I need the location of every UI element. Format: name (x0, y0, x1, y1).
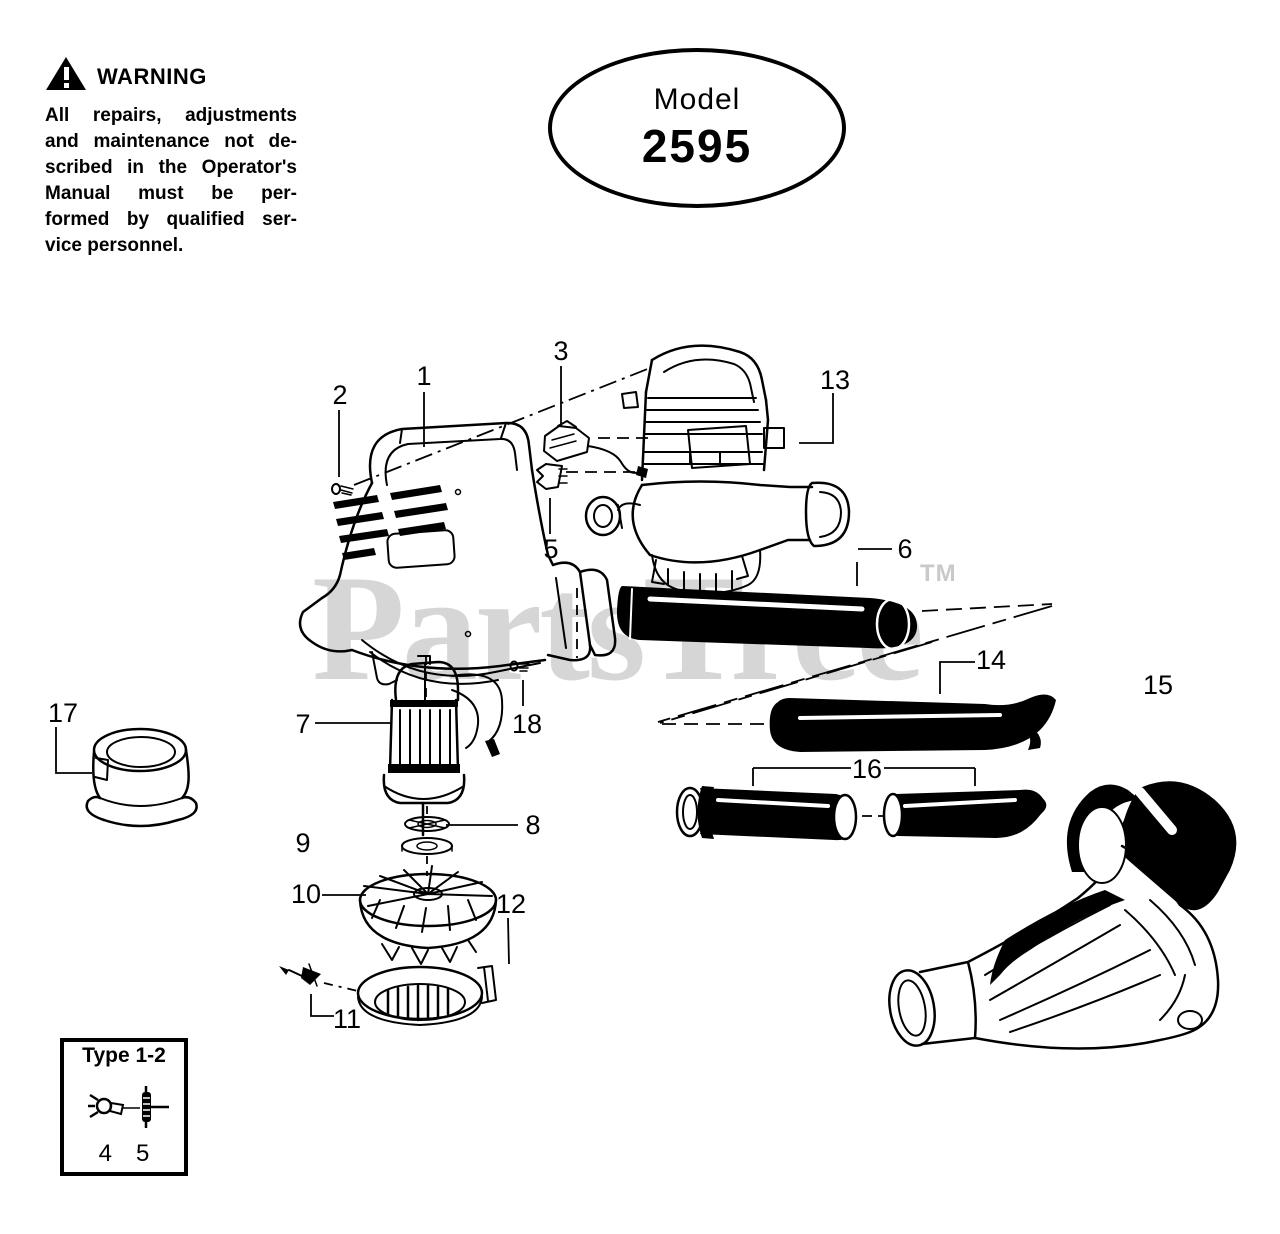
callout-6: 6 (897, 534, 912, 564)
type-inset-parts-drawing (88, 1086, 169, 1128)
assembly-dashed-lines (323, 367, 1053, 993)
warning-block: WARNING All repairs, adjustments and mai… (45, 56, 297, 259)
part-3-switch-drawing (543, 420, 648, 478)
part-6-tube-drawing (616, 586, 918, 651)
callout-2: 2 (332, 380, 347, 410)
part-15-bag-drawing (888, 781, 1237, 1050)
callout-leader-lines (55, 366, 976, 1017)
model-label: Model (653, 83, 741, 116)
callout-1: 1 (416, 361, 431, 391)
callout-14: 14 (976, 645, 1006, 675)
model-badge: Model 2595 (548, 48, 846, 208)
warning-text-line: vice personnel. (45, 235, 184, 256)
part-8-washer-drawing (404, 816, 450, 832)
warning-text-line: and maintenance not de- (45, 131, 297, 152)
callout-17: 17 (48, 698, 78, 728)
part-2-screw-drawing (331, 483, 354, 496)
inset-part-5-drawing (142, 1086, 169, 1128)
callout-labels: 1 2 3 5 6 7 8 9 10 11 12 13 14 15 16 17 … (48, 336, 1173, 1034)
part-12-cover-drawing (356, 965, 497, 1026)
inset-part-4-drawing (88, 1093, 125, 1119)
callout-10: 10 (291, 879, 321, 909)
callout-9: 9 (295, 828, 310, 858)
warning-text-line: All repairs, adjustments (45, 105, 297, 126)
type-inset-title: Type 1-2 (82, 1044, 166, 1067)
callout-16: 16 (852, 754, 882, 784)
part-1-housing-drawing (298, 421, 617, 686)
inset-number-4: 4 (98, 1140, 112, 1167)
callout-3: 3 (553, 336, 568, 366)
part-13-reference-square (763, 427, 785, 449)
callout-7: 7 (295, 709, 310, 739)
trademark-symbol: TM (920, 560, 957, 587)
warning-text-line: formed by qualified ser- (45, 209, 297, 230)
part-13-powerhead-drawing (584, 344, 851, 594)
callout-12: 12 (496, 889, 526, 919)
part-17-collar-drawing (85, 727, 198, 828)
warning-text-line: scribed in the Operator's (45, 157, 297, 178)
part-7-motor-drawing (382, 655, 504, 837)
model-number: 2595 (641, 120, 753, 172)
inset-number-5: 5 (136, 1140, 150, 1167)
callout-5: 5 (543, 534, 558, 564)
part-5-clip-drawing (536, 463, 568, 490)
part-11-screw-drawing (279, 963, 321, 987)
part-9-washer-drawing (401, 837, 453, 855)
part-14-nozzle-drawing (769, 694, 1056, 752)
warning-title: WARNING (97, 63, 207, 89)
callout-13: 13 (820, 365, 850, 395)
warning-text-line: Manual must be per- (45, 183, 297, 204)
warning-triangle-icon (45, 56, 87, 97)
callout-8: 8 (525, 810, 540, 840)
part-10-impeller-drawing (358, 865, 498, 965)
callout-15: 15 (1143, 670, 1173, 700)
callout-18: 18 (512, 709, 542, 739)
part-16-tubes-drawing (675, 786, 1047, 841)
part-18-screw-drawing (509, 660, 530, 672)
callout-11: 11 (333, 1004, 361, 1034)
type-inset-box: Type 1-2 4 5 (60, 1038, 188, 1176)
